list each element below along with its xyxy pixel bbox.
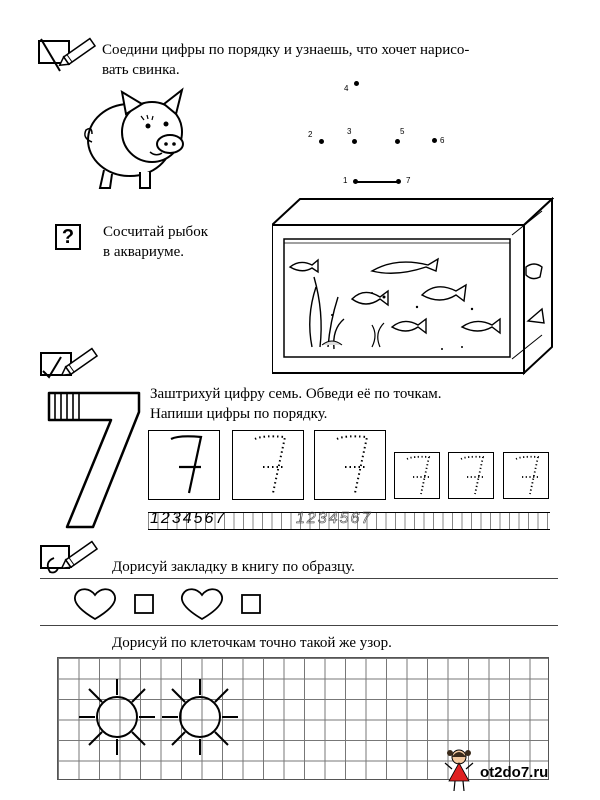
dot-label-5: 5 [400,127,405,136]
dot-to-dot: 4 2 3 5 6 1 7 [300,75,460,190]
dot-label-6: 6 [440,136,445,145]
digit-box-small-trace[interactable] [503,452,549,499]
sequence-solid: 1234567 [150,510,226,528]
dot-6 [432,138,437,143]
dot-2 [319,139,324,144]
girl-mascot-icon [444,747,474,798]
pencil-icon [40,345,102,390]
seq-digit: 5 [193,510,205,527]
dot-3 [352,139,357,144]
seq-digit-trace: 1 [296,510,307,528]
big-seven-outline [45,390,145,535]
dot-label-3: 3 [347,127,352,136]
digit-box-small-trace[interactable] [448,452,494,499]
task3-line2: Напиши цифры по порядку. [150,406,328,422]
digit-box-trace[interactable] [232,430,304,500]
seq-digit: 4 [182,510,194,527]
dot-label-7: 7 [406,176,411,185]
bookmark-pattern [70,585,270,628]
dot-5 [395,139,400,144]
seq-digit-trace: 6 [350,510,362,528]
question-icon: ? [55,224,81,250]
sequence-strip [148,512,550,530]
writing-line [40,578,558,579]
aquarium-illustration [269,196,555,384]
dot-connector [356,181,398,183]
pattern-grid[interactable] [57,657,549,780]
task5-instruction: Дорисуй по клеточкам точно такой же узор… [112,635,392,651]
seq-digit: 2 [160,510,172,527]
seq-digit: 7 [215,510,227,527]
sequence-dotted: 1234567 [296,510,372,528]
task1-instruction: Соедини цифры по порядку и узнаешь, что … [102,40,562,80]
dot-1 [353,179,358,184]
task2-line1: Сосчитай рыбок [103,224,208,240]
dot-label-1: 1 [343,176,348,185]
digit-box-sample [148,430,220,500]
digit-box-small-trace[interactable] [394,452,440,499]
dot-label-4: 4 [344,84,349,93]
task4-instruction: Дорисуй закладку в книгу по образцу. [112,559,355,575]
task2-line2: в аквариуме. [103,244,185,260]
task3-instruction: Заштрихуй цифру семь. Обведи её по точка… [150,384,442,424]
seq-digit: 1 [150,510,161,527]
seq-digit-trace: 2 [306,510,318,528]
dot-4 [354,81,359,86]
task1-line1: Соедини цифры по порядку и узнаешь, что … [102,42,470,58]
task1-line2: вать свинка. [102,62,180,78]
dot-7 [396,179,401,184]
seq-digit-trace: 7 [361,510,373,528]
seq-digit-trace: 4 [328,510,340,528]
task2-instruction: Сосчитай рыбок в аквариуме. [103,222,208,262]
digit-box-trace[interactable] [314,430,386,500]
seq-digit: 6 [204,510,216,527]
seq-digit-trace: 3 [317,510,329,528]
dot-label-2: 2 [308,130,313,139]
seq-digit-trace: 5 [339,510,351,528]
writing-line [40,625,558,626]
pig-illustration [82,82,197,199]
sun-pattern [77,677,247,762]
task3-line1: Заштрихуй цифру семь. Обведи её по точка… [150,386,442,402]
site-link[interactable]: ot2do7.ru [480,764,549,781]
pencil-icon [38,35,100,80]
seq-digit: 3 [171,510,183,527]
pencil-icon [40,538,102,583]
